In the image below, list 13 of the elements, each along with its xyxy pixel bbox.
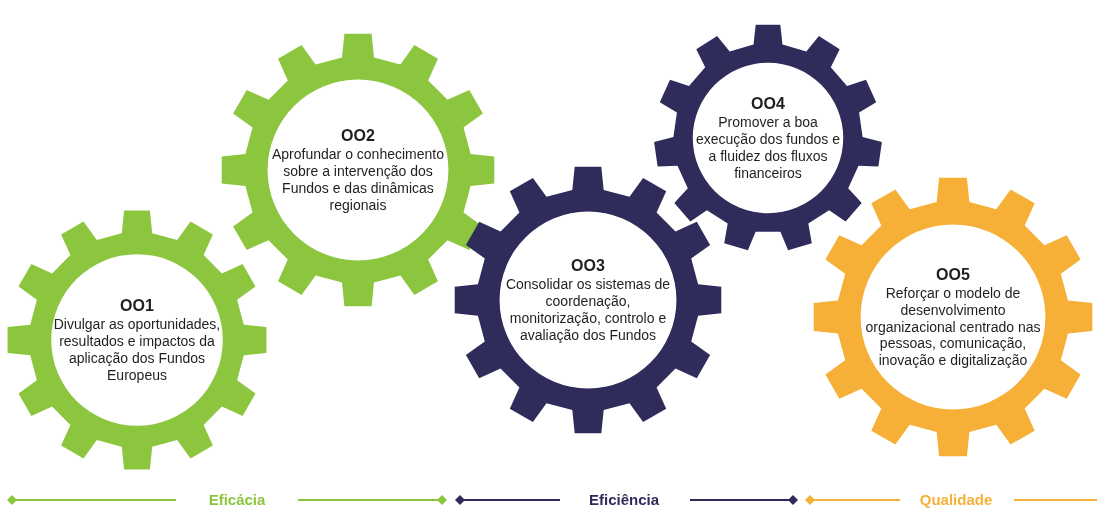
category-label: Qualidade: [918, 491, 994, 509]
gear-title: OO5: [936, 265, 970, 285]
gear-text: Reforçar o modelo de desenvolvimento organizacional centrado nas pessoas, comunicação, inovação e digitalização: [864, 285, 1042, 369]
category-label: Eficiência: [587, 491, 660, 509]
gear-title: OO2: [341, 126, 375, 147]
gear-text: Consolidar os sistemas de coordenação, monitorização, controlo e avaliação dos Fundos: [504, 276, 672, 344]
gear-title: OO1: [120, 296, 154, 317]
gear-title: OO3: [571, 256, 605, 277]
gear-text: Promover a boa execução dos fundos e a fluidez dos fluxos financeiros: [695, 114, 841, 182]
category-label: Eficácia: [207, 491, 267, 509]
gear-text: Divulgar as oportunidades, resultados e impactos da aplicação dos Fundos Europeus: [52, 316, 222, 384]
gear-title: OO4: [751, 94, 785, 115]
gear-text: Aprofundar o conhecimento sobre a intervenção dos Fundos e das dinâmicas regionais: [271, 146, 445, 214]
